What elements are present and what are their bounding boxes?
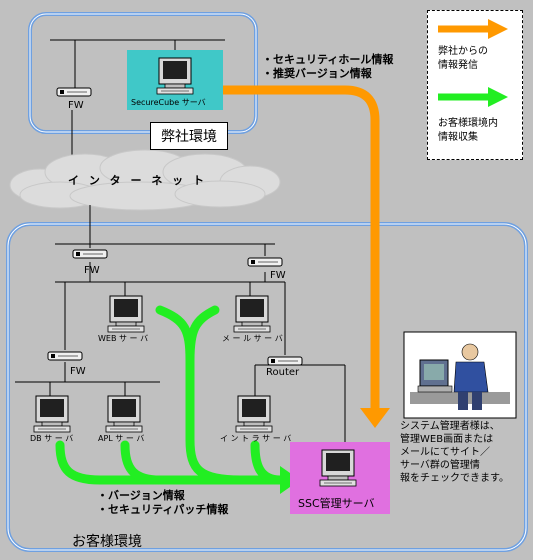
- green-flow-label-2: ・セキュリティパッチ情報: [97, 503, 229, 516]
- legend-box: 弊社からの 情報発信 お客様環境内 情報収集: [427, 10, 523, 160]
- orange-flow-arrowhead: [360, 408, 390, 428]
- legend-green-line-2: 情報収集: [438, 132, 478, 143]
- apl-server-label[interactable]: APL サ ー バ: [98, 434, 145, 443]
- customer-zone-border-inner: [7, 223, 527, 551]
- admin-note-line-2: 管理WEB画面または: [400, 434, 494, 445]
- customer-fw-top-label: FW: [84, 265, 100, 276]
- internet-cloud: [9, 149, 281, 211]
- ssc-server-icon: [319, 449, 357, 487]
- legend-arrows: [438, 19, 508, 107]
- securecube-server-label[interactable]: SecureCube サーバ: [131, 98, 206, 107]
- company-network-lines: [50, 39, 225, 158]
- mail-server-icon: [233, 295, 271, 333]
- admin-person-icon: [403, 331, 517, 419]
- customer-fw-mid-label: FW: [70, 366, 86, 377]
- company-zone-label: 弊社環境: [150, 122, 228, 150]
- mail-server-label[interactable]: メ ー ル サ ー バ: [222, 334, 283, 343]
- admin-note-line-5: 報をチェックできます。: [400, 473, 509, 484]
- customer-fw-mid-icon: [47, 351, 83, 361]
- orange-flow-arrow: [215, 85, 380, 410]
- router-icon: [267, 356, 303, 366]
- admin-note-line-3: メールにてサイト／: [400, 447, 490, 458]
- internet-label: イ ン タ ー ネ ッ ト: [68, 174, 207, 187]
- legend-orange-line-1: 弊社からの: [438, 46, 488, 57]
- web-server-label[interactable]: WEB サ ー バ: [98, 334, 149, 343]
- admin-note: システム管理者様は、 管理WEB画面または メールにてサイト／ サーバ群の管理情…: [400, 420, 522, 485]
- customer-zone-label: お客様環境: [72, 534, 142, 550]
- intra-server-icon: [235, 395, 273, 433]
- legend-green-line-1: お客様環境内: [438, 118, 498, 129]
- customer-fw-right-label: FW: [270, 270, 286, 281]
- securecube-server-icon: [156, 57, 194, 95]
- orange-flow-label-2: ・推奨バージョン情報: [262, 67, 372, 80]
- db-server-label[interactable]: DB サ ー バ: [30, 434, 74, 443]
- legend-orange-line-2: 情報発信: [438, 60, 478, 71]
- company-zone-border-inner: [29, 13, 257, 133]
- router-label: Router: [266, 367, 300, 378]
- admin-note-line-1: システム管理者様は、: [400, 421, 500, 432]
- green-flow-arrows: [55, 305, 285, 485]
- web-server-icon: [107, 295, 145, 333]
- intra-server-label[interactable]: イ ン ト ラ サ ー バ: [220, 434, 292, 443]
- apl-server-icon: [105, 395, 143, 433]
- db-server-icon: [33, 395, 71, 433]
- company-fw-label: FW: [68, 100, 84, 111]
- ssc-server-label[interactable]: SSC管理サーバ: [298, 497, 375, 510]
- customer-fw-right-icon: [247, 257, 283, 267]
- company-fw-icon: [56, 87, 92, 97]
- green-flow-label-1: ・バージョン情報: [97, 489, 185, 502]
- customer-fw-top-icon: [72, 249, 108, 259]
- admin-note-line-4: サーバ群の管理情: [400, 460, 480, 471]
- orange-flow-label-1: ・セキュリティホール情報: [262, 53, 394, 66]
